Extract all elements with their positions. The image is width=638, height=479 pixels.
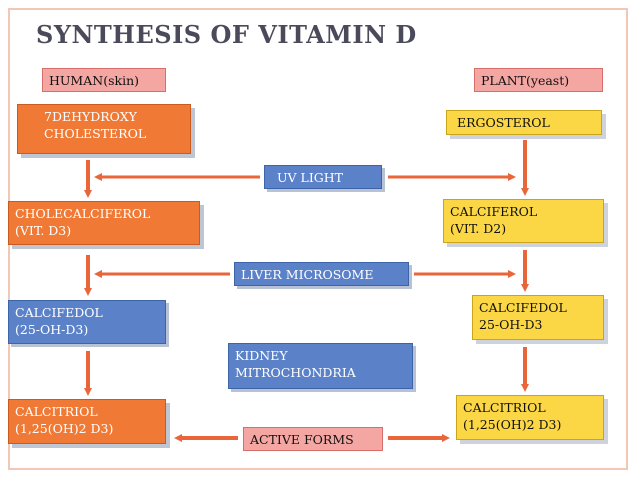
node-calcifedol-human: CALCIFEDOL (25-OH-D3) bbox=[8, 300, 166, 344]
label-uv-light: UV LIGHT bbox=[264, 165, 382, 189]
header-plant-yeast: PLANT(yeast) bbox=[474, 68, 603, 92]
node-calcitriol-plant: CALCITRIOL (1,25(OH)2 D3) bbox=[456, 395, 604, 440]
node-7-dehydroxy-cholesterol: 7DEHYDROXY CHOLESTEROL bbox=[17, 104, 191, 154]
node-ergosterol: ERGOSTEROL bbox=[446, 110, 602, 135]
label-kidney-mitochondria: KIDNEY MITROCHONDRIA bbox=[228, 343, 413, 389]
header-human-skin: HUMAN(skin) bbox=[42, 68, 166, 92]
horizontal-arrows bbox=[94, 173, 516, 278]
node-calciferol: CALCIFEROL (VIT. D2) bbox=[443, 199, 604, 243]
label-active-forms: ACTIVE FORMS bbox=[243, 427, 383, 451]
node-calcifedol-plant: CALCIFEDOL 25-OH-D3 bbox=[472, 295, 604, 340]
node-cholecalciferol: CHOLECALCIFEROL (VIT. D3) bbox=[8, 201, 200, 245]
node-calcitriol-human: CALCITRIOL (1,25(OH)2 D3) bbox=[8, 399, 166, 444]
label-liver-microsome: LIVER MICROSOME bbox=[234, 262, 409, 286]
page-title: SYNTHESIS OF VITAMIN D bbox=[36, 20, 417, 49]
